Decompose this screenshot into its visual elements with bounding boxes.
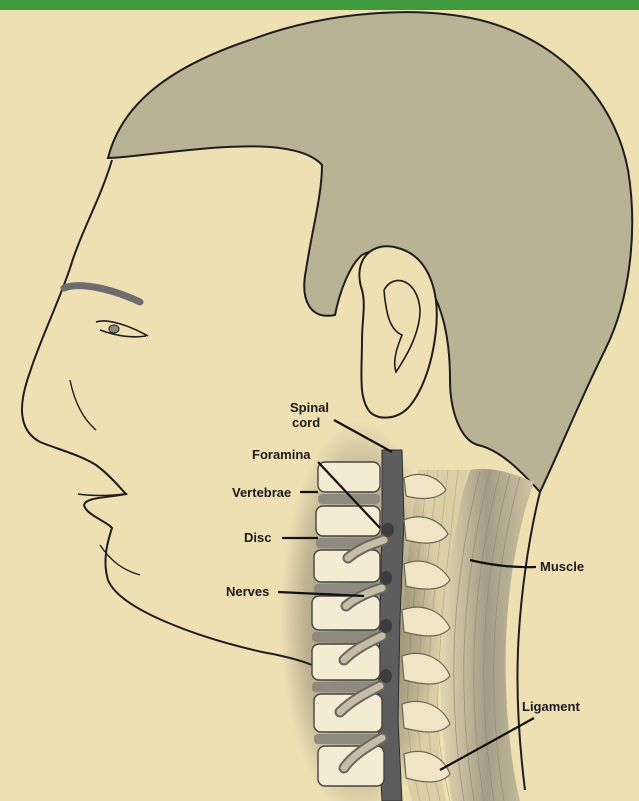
label-spinal-cord-2: cord — [292, 415, 320, 430]
label-vertebrae: Vertebrae — [232, 485, 291, 500]
label-spinal-cord-1: Spinal — [290, 400, 329, 415]
label-muscle: Muscle — [540, 559, 584, 574]
eye-iris — [109, 325, 119, 333]
label-nerves: Nerves — [226, 584, 269, 599]
nose-line — [70, 380, 96, 430]
vertebra-2 — [316, 506, 380, 536]
label-disc: Disc — [244, 530, 271, 545]
label-foramina: Foramina — [252, 447, 311, 462]
eyebrow — [64, 286, 140, 302]
vertebra-1 — [318, 462, 380, 492]
top-bar — [0, 0, 639, 10]
label-ligament: Ligament — [522, 699, 580, 714]
neck-back-outline — [517, 492, 540, 790]
eye — [96, 321, 148, 337]
mouth — [78, 494, 124, 496]
